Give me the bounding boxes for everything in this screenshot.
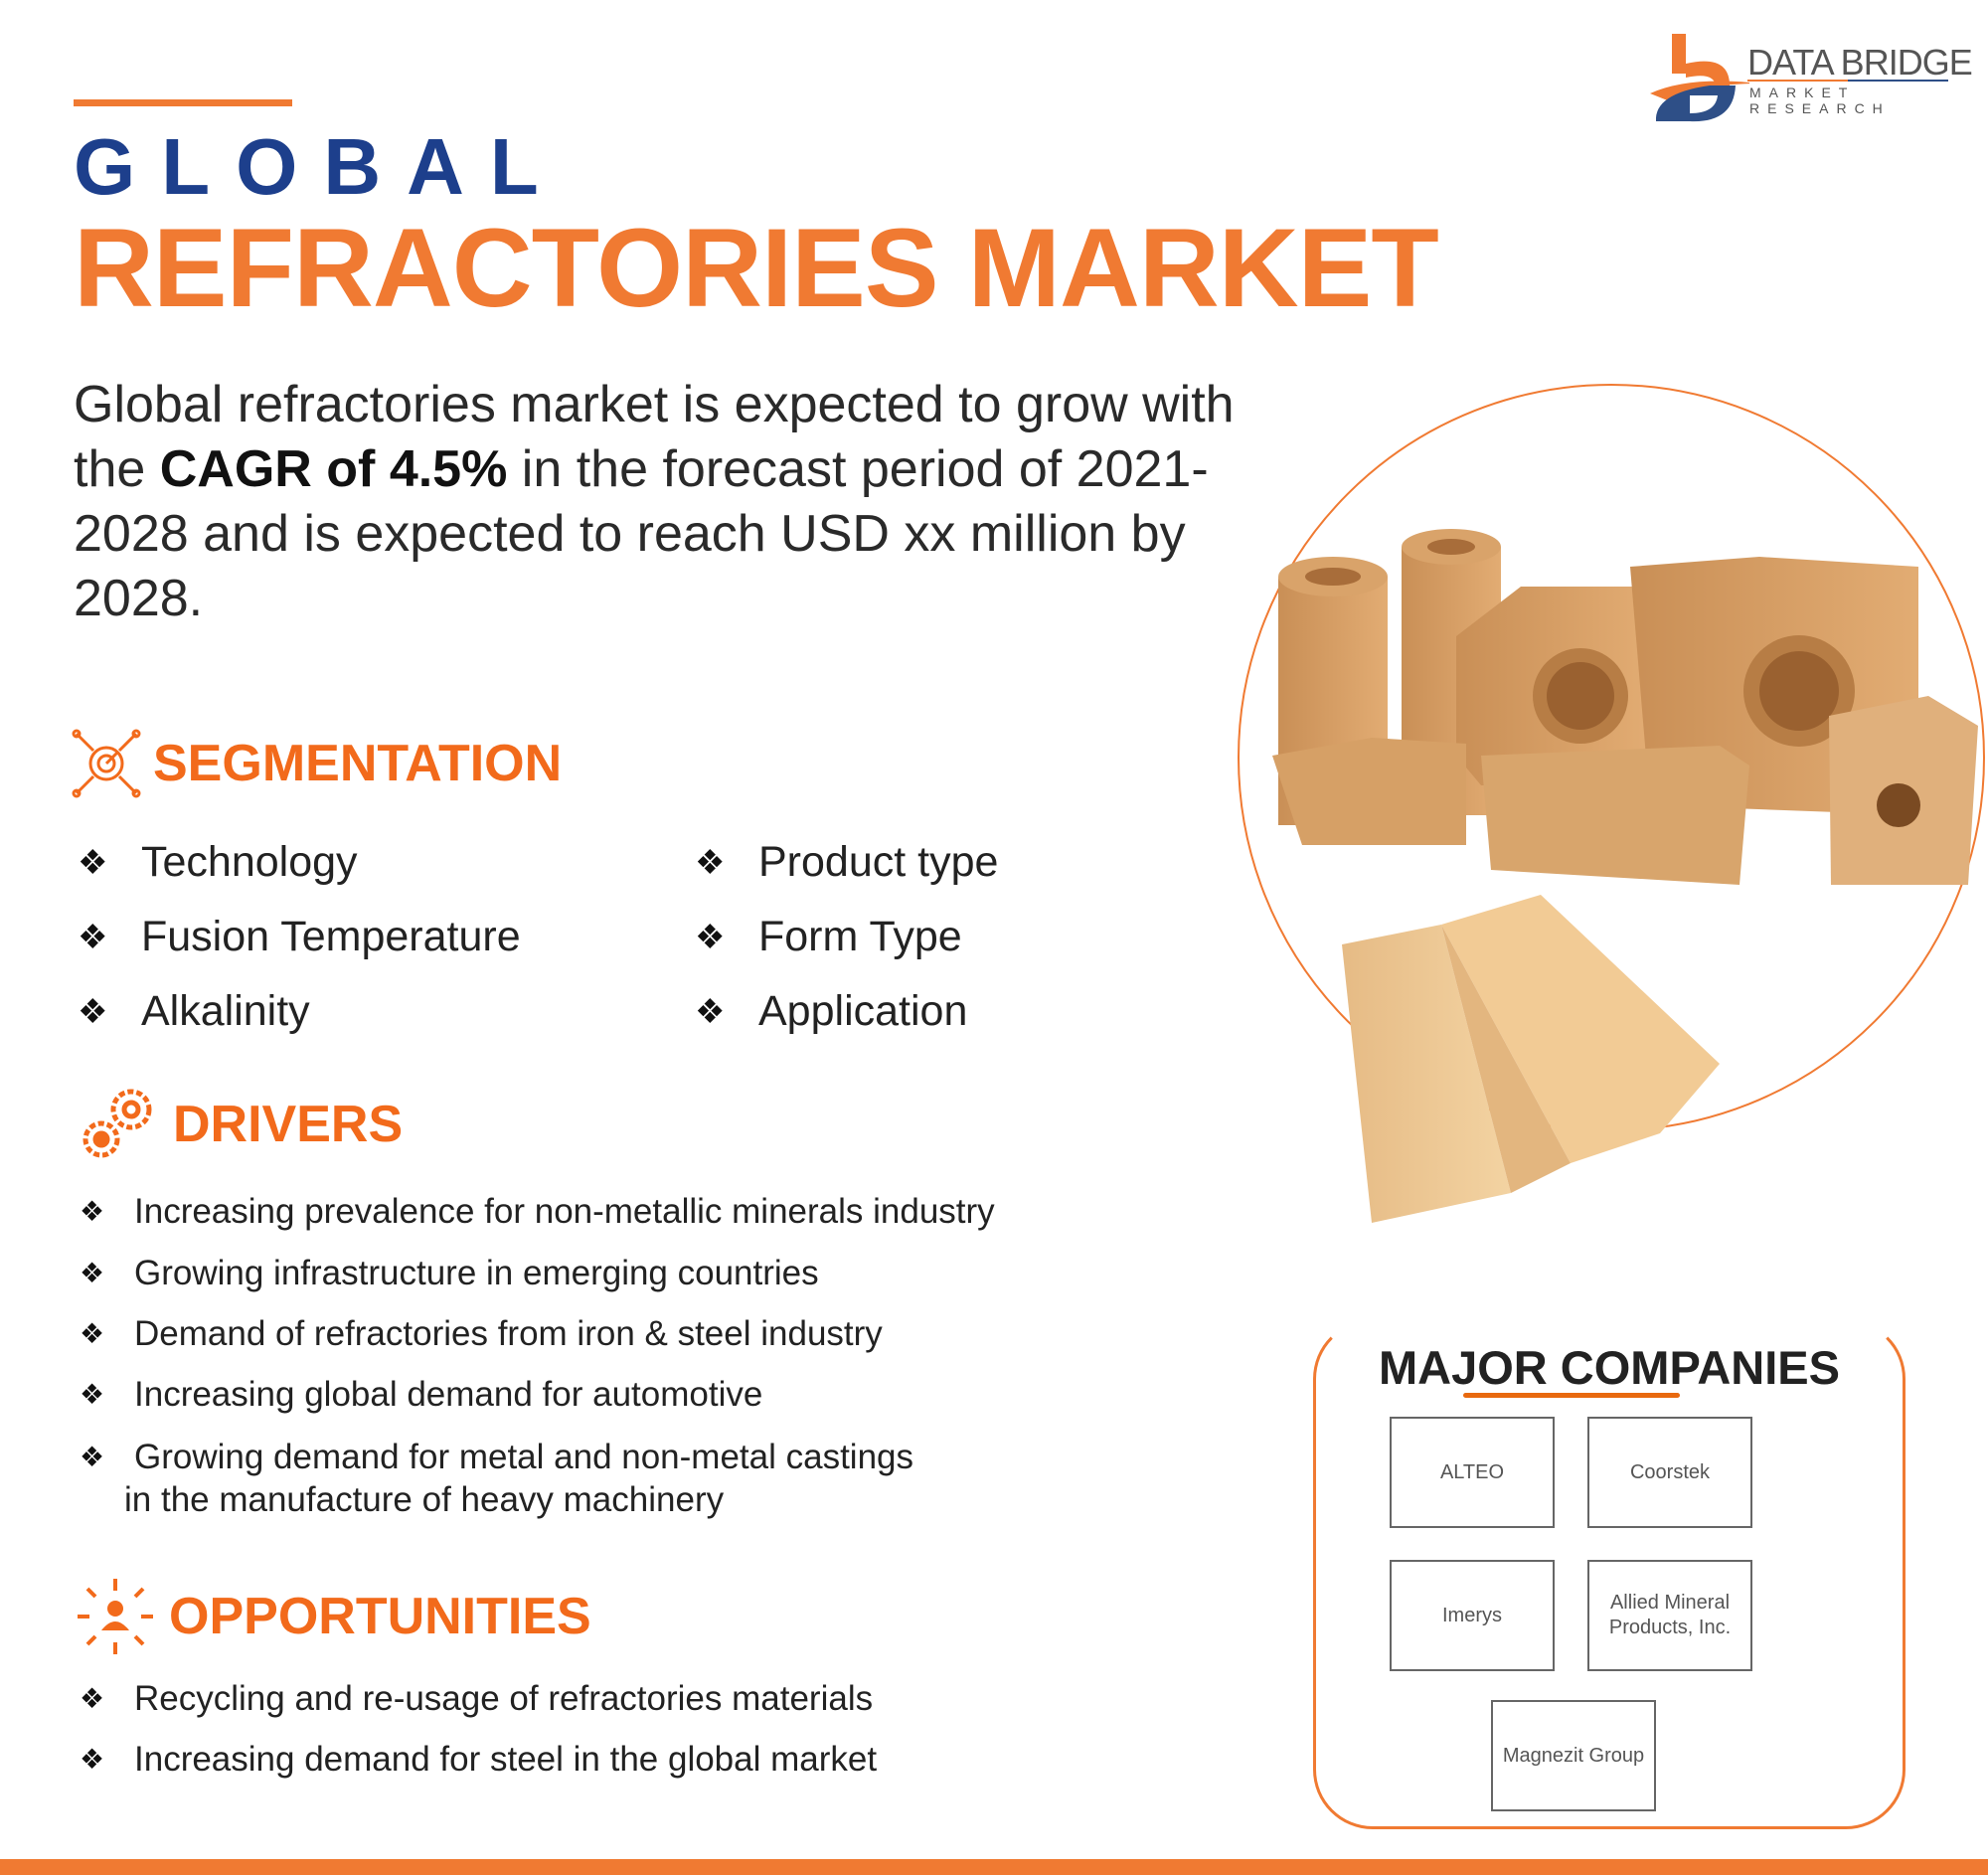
segmentation-heading: SEGMENTATION [72,729,562,798]
driver-item: ❖ Increasing prevalence for non-metallic … [80,1190,995,1234]
driver-label: Increasing prevalence for non-metallic m… [134,1192,995,1231]
title-market: REFRACTORIES MARKET [74,206,1439,330]
segment-label: Application [758,987,968,1035]
company-box: ALTEO [1390,1417,1555,1528]
driver-label: Growing demand for metal and non-metal c… [134,1438,914,1476]
segment-item: ❖ Form Type [695,913,962,961]
bullet-icon: ❖ [78,843,108,882]
segment-item: ❖ Fusion Temperature [78,913,521,961]
driver-label: Growing infrastructure in emerging count… [134,1254,819,1292]
drivers-heading: DRIVERS [74,1082,403,1167]
gears-icon [83,1089,152,1158]
driver-label: in the manufacture of heavy machinery [124,1480,725,1519]
brand-name: DATA BRIDGE [1747,42,1973,83]
bullet-icon: ❖ [80,1318,105,1349]
bullet-icon: ❖ [80,1258,105,1288]
opportunity-label: Increasing demand for steel in the globa… [134,1740,878,1779]
opportunities-title: OPPORTUNITIES [169,1588,591,1645]
company-box: Coorstek [1587,1417,1752,1528]
segmentation-title: SEGMENTATION [153,735,563,792]
intro-paragraph: Global refractories market is expected t… [74,373,1266,631]
segment-label: Form Type [758,913,962,960]
bullet-icon: ❖ [695,992,726,1031]
segment-label: Fusion Temperature [141,913,521,960]
brand-divider [1747,80,1948,82]
major-companies-panel [1313,1319,1905,1829]
title-accent-line [74,99,292,106]
companies-title-underline [1463,1393,1680,1398]
bullet-icon: ❖ [80,1683,105,1714]
brand-tagline: MARKET RESEARCH [1749,85,1891,116]
segment-label: Technology [141,838,358,886]
driver-label: Increasing global demand for automotive [134,1375,763,1414]
driver-item-continuation: in the manufacture of heavy machinery [124,1478,724,1522]
intro-text: Global refractories market is expected t… [74,376,1235,498]
company-box: Imerys [1390,1560,1555,1671]
segmentation-icon [72,729,141,798]
segment-item: ❖ Application [695,987,967,1036]
brand-logo-icon [1650,34,1759,128]
segment-item: ❖ Product type [695,838,998,887]
bullet-icon: ❖ [80,1442,105,1472]
bullet-icon: ❖ [80,1744,105,1775]
drivers-title: DRIVERS [173,1096,404,1153]
opportunity-item: ❖ Recycling and re-usage of refractories … [80,1677,873,1721]
footer-bar [0,1859,1988,1875]
opportunities-heading: OPPORTUNITIES [74,1575,591,1658]
company-box: Magnezit Group [1491,1700,1656,1811]
segment-item: ❖ Technology [78,838,358,887]
cagr-highlight: CAGR of 4.5% [159,440,508,498]
driver-label: Demand of refractories from iron & steel… [134,1314,883,1353]
driver-item: ❖ Growing infrastructure in emerging coun… [80,1252,819,1295]
refractory-bricks-image [1272,529,1978,1223]
segment-label: Alkalinity [141,987,310,1035]
driver-item: ❖ Demand of refractories from iron & stee… [80,1312,883,1356]
opportunity-person-icon [78,1579,153,1654]
opportunity-item: ❖ Increasing demand for steel in the glob… [80,1738,877,1782]
driver-item: ❖ Increasing global demand for automotive [80,1373,762,1417]
title-global: GLOBAL [74,122,565,211]
bullet-icon: ❖ [695,918,726,956]
company-box: Allied Mineral Products, Inc. [1587,1560,1752,1671]
bullet-icon: ❖ [80,1379,105,1410]
segment-label: Product type [758,838,999,886]
segment-item: ❖ Alkalinity [78,987,310,1036]
opportunity-label: Recycling and re-usage of refractories m… [134,1679,874,1718]
driver-item: ❖ Growing demand for metal and non-metal … [80,1436,913,1479]
intro-text-end: in the forecast period of 2021-2028 and … [74,440,1209,627]
companies-title: MAJOR COMPANIES [1379,1341,1840,1394]
bullet-icon: ❖ [78,918,108,956]
bullet-icon: ❖ [695,843,726,882]
bullet-icon: ❖ [80,1196,105,1227]
bullet-icon: ❖ [78,992,108,1031]
